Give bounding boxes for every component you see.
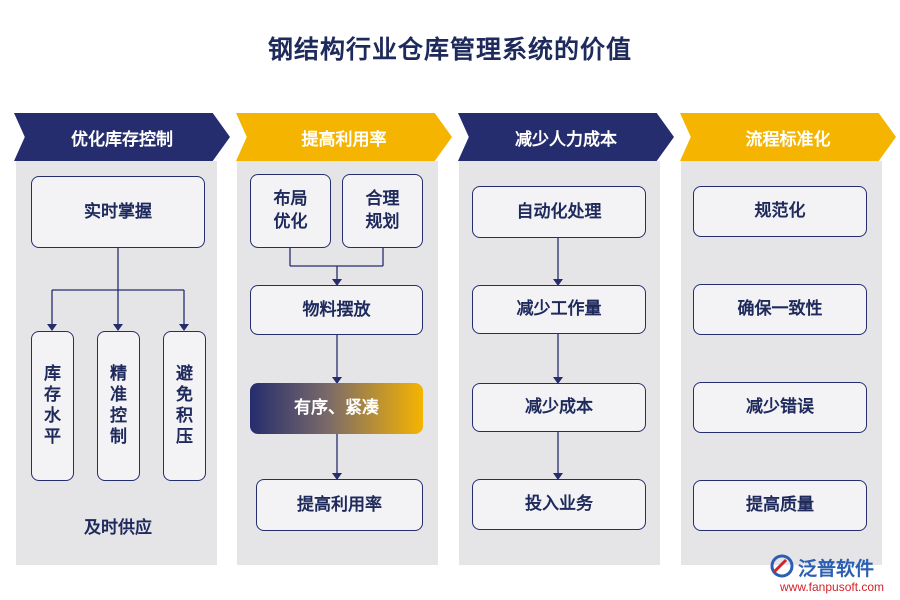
material-placement-box: 物料摆放: [250, 285, 423, 335]
logo-url: www.fanpusoft.com: [780, 580, 885, 594]
standardize-box: 规范化: [693, 186, 867, 237]
automation-box: 自动化处理: [472, 186, 646, 238]
reduce-cost-box: 减少成本: [472, 383, 646, 432]
invest-business-box: 投入业务: [472, 479, 646, 530]
realtime-grasp-box: 实时掌握: [31, 176, 205, 248]
inventory-level-box: 库存水平: [31, 331, 74, 481]
improve-utilization-box: 提高利用率: [256, 479, 423, 531]
logo-name: 泛普软件: [798, 558, 875, 580]
reduce-workload-box: 减少工作量: [472, 285, 646, 334]
page-title: 钢结构行业仓库管理系统的价值: [267, 35, 632, 64]
ensure-consistency-box: 确保一致性: [693, 284, 867, 335]
inventory-level-label: 库存水平: [44, 363, 61, 448]
column-header-inventory: 优化库存控制: [14, 113, 230, 161]
avoid-overstock-label: 避免积压: [176, 363, 193, 448]
fanpu-logo-icon: [770, 554, 794, 578]
precise-control-label: 精准控制: [110, 363, 127, 448]
precise-control-box: 精准控制: [97, 331, 140, 481]
timely-supply-text: 及时供应: [84, 518, 152, 538]
reasonable-plan-box: 合理规划: [342, 174, 423, 248]
column-header-utilization: 提高利用率: [236, 113, 452, 161]
layout-optimize-box: 布局优化: [250, 174, 331, 248]
reduce-errors-box: 减少错误: [693, 382, 867, 433]
improve-quality-box: 提高质量: [693, 480, 867, 531]
column-header-standardization: 流程标准化: [680, 113, 896, 161]
orderly-compact-box: 有序、紧凑: [250, 383, 423, 434]
avoid-overstock-box: 避免积压: [163, 331, 206, 481]
column-header-labor: 减少人力成本: [458, 113, 674, 161]
